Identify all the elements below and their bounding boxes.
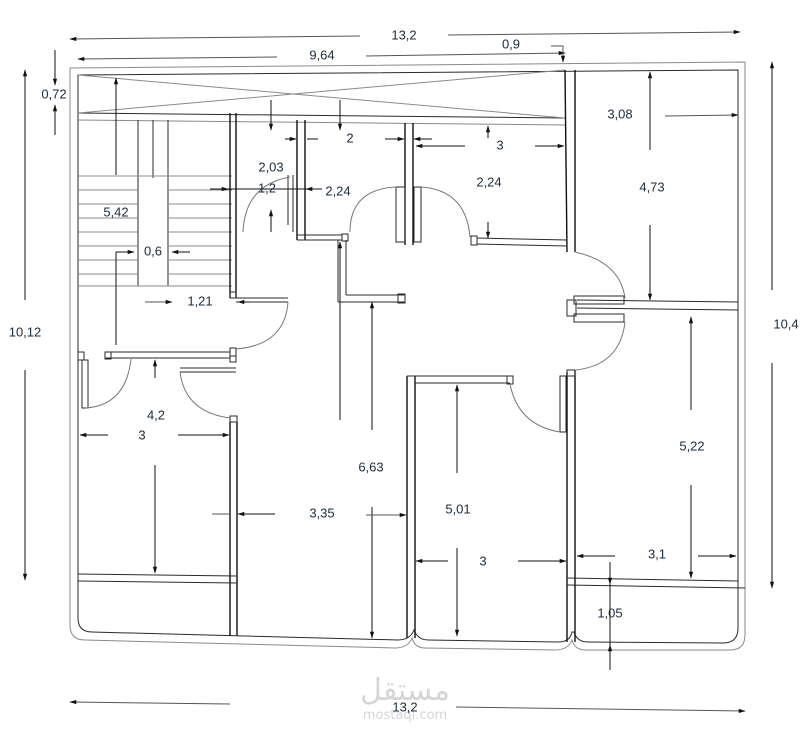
label-room-ne-width: 3,08	[607, 106, 632, 121]
dimension-labels: 13,2 9,64 0,9 0,72 10,12 10,4 13,2 5,42 …	[9, 27, 799, 714]
label-bath2-depth: 2,24	[476, 174, 501, 189]
label-top-strip-height: 0,72	[41, 86, 66, 101]
label-bottom-width: 13,2	[392, 699, 417, 714]
label-room-ne-depth: 4,73	[639, 179, 664, 194]
watermark-latin: mostaql.com	[363, 708, 447, 723]
label-room-sw-depth: 4,2	[147, 407, 165, 422]
staircase	[78, 120, 232, 287]
label-corridor-width: 1,21	[187, 293, 212, 308]
label-bath1-depth: 2	[346, 130, 353, 145]
label-left-height: 10,12	[9, 324, 42, 339]
interior-walls	[77, 113, 746, 642]
label-right-height: 10,4	[773, 316, 798, 331]
label-top-offset: 0,9	[502, 36, 520, 51]
door-swings	[85, 176, 626, 433]
label-entry-height: 2,03	[258, 159, 283, 174]
watermark-arabic: مستقل	[360, 673, 450, 708]
watermark: مستقل mostaql.com	[360, 673, 450, 723]
label-stair-gap: 0,6	[144, 243, 162, 258]
top-strip	[77, 69, 576, 253]
label-room-se-width: 3,1	[648, 546, 666, 561]
label-hall-depth: 6,63	[358, 459, 383, 474]
label-entry-width: 1,2	[258, 180, 276, 195]
dimension-lines	[22, 29, 775, 714]
label-room-se-depth: 5,22	[679, 438, 704, 453]
label-room-s-width: 3	[479, 553, 486, 568]
label-stair-length: 5,42	[103, 204, 128, 219]
label-bath1-width: 2,24	[325, 183, 350, 198]
label-hall-width: 3,35	[309, 505, 334, 520]
label-room-s-depth: 5,01	[445, 501, 470, 516]
label-bath2-width: 3	[496, 137, 503, 152]
label-balcony-depth: 1,05	[597, 605, 622, 620]
label-top-partial-width: 9,64	[309, 47, 334, 62]
outer-walls	[69, 61, 746, 651]
label-top-width: 13,2	[391, 27, 416, 42]
label-room-sw-width: 3	[138, 427, 145, 442]
